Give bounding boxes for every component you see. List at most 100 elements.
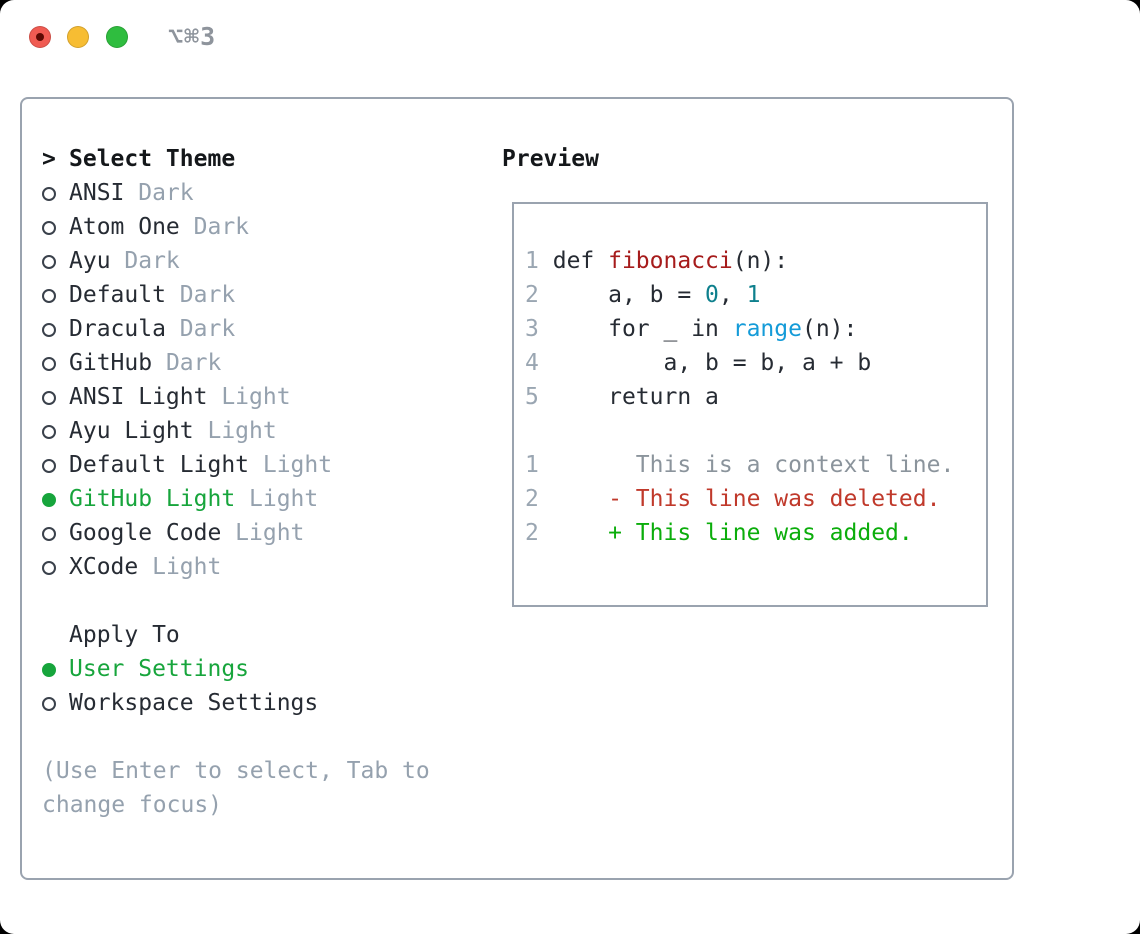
radio-icon	[42, 391, 56, 405]
titlebar: ⌥⌘3	[0, 0, 1140, 74]
window-title: ⌥⌘3	[168, 22, 217, 51]
code-token-fg: return a	[552, 384, 719, 410]
radio-selected-icon	[42, 493, 56, 507]
code-line: 1 This is a context line.	[525, 448, 986, 482]
radio-icon	[42, 425, 56, 439]
theme-variant: Dark	[124, 248, 180, 274]
theme-name: Atom One	[69, 214, 180, 240]
apply-to-title: Apply To	[69, 622, 180, 648]
theme-variant: Light	[249, 486, 319, 512]
theme-item-dracula-dark[interactable]: Dracula Dark	[42, 312, 332, 346]
cursor-icon: >	[42, 146, 56, 172]
theme-variant: Light	[262, 452, 333, 478]
theme-item-github-dark[interactable]: GitHub Dark	[42, 346, 332, 380]
line-number: 1	[525, 452, 539, 478]
code-token-fg: a, b =	[552, 282, 706, 308]
theme-item-default-dark[interactable]: Default Dark	[42, 278, 332, 312]
code-token-del: - This line was deleted.	[552, 486, 941, 512]
code-token-fg: def	[552, 248, 609, 274]
theme-list-title: Select Theme	[69, 146, 236, 172]
code-line: 1 def fibonacci(n):	[525, 244, 986, 278]
radio-icon	[42, 323, 56, 337]
line-number: 2	[525, 282, 539, 308]
theme-variant: Dark	[179, 316, 236, 342]
radio-icon	[42, 459, 56, 473]
radio-icon	[42, 187, 56, 201]
code-line	[525, 210, 986, 244]
code-token-fg: for _ in	[552, 316, 733, 342]
apply-option-user-settings[interactable]: User Settings	[42, 652, 318, 686]
preview-title: Preview	[502, 146, 599, 172]
theme-item-ayu-dark[interactable]: Ayu Dark	[42, 244, 332, 278]
theme-variant: Light	[235, 520, 305, 546]
theme-name: Ayu	[69, 248, 111, 274]
code-line: 3 for _ in range(n):	[525, 312, 986, 346]
radio-icon	[42, 561, 56, 575]
apply-to-header: Apply To	[42, 618, 318, 652]
radio-icon	[42, 289, 56, 303]
theme-variant: Light	[207, 418, 277, 444]
theme-list-header: > Select Theme	[42, 142, 332, 176]
theme-name: GitHub	[69, 350, 153, 376]
theme-item-ansi-dark[interactable]: ANSI Dark	[42, 176, 332, 210]
code-line: 2 + This line was added.	[525, 516, 986, 550]
theme-item-github-light-light[interactable]: GitHub Light Light	[42, 482, 332, 516]
radio-selected-icon	[42, 663, 56, 677]
line-number: 1	[525, 248, 539, 274]
code-token-fg: (n):	[732, 248, 789, 274]
code-token-fg: (n):	[801, 316, 858, 342]
theme-name: Google Code	[69, 520, 222, 546]
theme-item-ayu-light-light[interactable]: Ayu Light Light	[42, 414, 332, 448]
close-button[interactable]	[29, 26, 51, 48]
code-token-lit: 1	[746, 282, 761, 308]
code-line	[525, 414, 986, 448]
theme-variant: Dark	[165, 350, 222, 376]
theme-variant: Light	[221, 384, 291, 410]
zoom-button[interactable]	[106, 26, 128, 48]
radio-icon	[42, 697, 56, 711]
line-number: 4	[525, 350, 539, 376]
theme-name: Default	[69, 282, 166, 308]
radio-icon	[42, 527, 56, 541]
line-number: 2	[525, 486, 539, 512]
code-token-fg: a, b = b, a + b	[552, 350, 872, 376]
theme-name: GitHub Light	[69, 486, 236, 512]
theme-variant: Dark	[138, 180, 194, 206]
keyboard-hint: (Use Enter to select, Tab to change focu…	[42, 758, 430, 818]
theme-item-xcode-light[interactable]: XCode Light	[42, 550, 332, 584]
code-token-add: + This line was added.	[552, 520, 913, 546]
theme-name: ANSI Light	[69, 384, 208, 410]
theme-name: Ayu Light	[69, 418, 194, 444]
code-token-ctx: This is a context line.	[552, 452, 955, 478]
theme-variant: Dark	[179, 282, 236, 308]
code-line: 4 a, b = b, a + b	[525, 346, 986, 380]
line-number: 5	[525, 384, 539, 410]
code-line: 2 - This line was deleted.	[525, 482, 986, 516]
theme-item-google-code-light[interactable]: Google Code Light	[42, 516, 332, 550]
code-token-call: range	[732, 316, 802, 342]
theme-variant: Light	[152, 554, 222, 580]
apply-option-label: User Settings	[69, 656, 250, 682]
line-number: 2	[525, 520, 539, 546]
minimize-button[interactable]	[67, 26, 89, 48]
code-token-lit: 0	[705, 282, 719, 308]
code-token-fg: ,	[718, 282, 747, 308]
apply-option-label: Workspace Settings	[69, 690, 319, 716]
close-dot-icon	[36, 33, 44, 41]
theme-name: XCode	[69, 554, 139, 580]
line-number: 3	[525, 316, 539, 342]
theme-name: Dracula	[69, 316, 166, 342]
code-line: 2 a, b = 0, 1	[525, 278, 986, 312]
code-token-fn: fibonacci	[608, 248, 733, 274]
apply-option-workspace-settings[interactable]: Workspace Settings	[42, 686, 318, 720]
theme-name: ANSI	[69, 180, 125, 206]
theme-item-ansi-light-light[interactable]: ANSI Light Light	[42, 380, 332, 414]
radio-icon	[42, 357, 56, 371]
